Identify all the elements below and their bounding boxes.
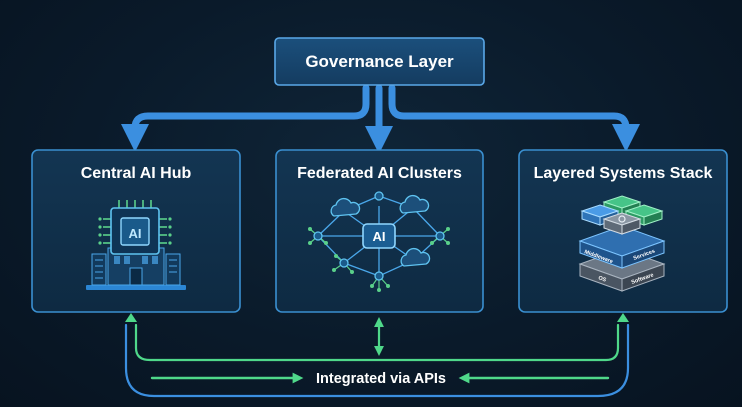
- inner-loop-line: [134, 323, 620, 362]
- outer-loop-line: [124, 323, 630, 398]
- cluster-network-icon: AI: [308, 191, 450, 292]
- arrow-to-central-hub: [121, 84, 370, 152]
- ai-chip-building-icon: AI: [86, 200, 186, 290]
- loop-arrowhead-right: [617, 313, 629, 322]
- cloud-icon: [330, 197, 361, 217]
- panel-title-central-ai-hub: Central AI Hub: [81, 165, 192, 182]
- panel-title-federated-ai-clusters: Federated AI Clusters: [297, 165, 462, 182]
- panel-title-layered-systems-stack: Layered Systems Stack: [534, 165, 713, 182]
- governance-label: Governance Layer: [305, 52, 454, 71]
- cloud-icon: [399, 194, 430, 214]
- integration-label: Integrated via APIs: [316, 371, 446, 387]
- chip-ai-label: AI: [129, 226, 142, 241]
- integration-connectors: [124, 313, 630, 398]
- panel-federated-ai-clusters[interactable]: Federated AI Clusters: [275, 149, 484, 313]
- cluster-ai-label: AI: [373, 229, 386, 244]
- arrow-to-layered-stack: [388, 84, 640, 152]
- cloud-icon: [400, 247, 431, 267]
- panel-central-ai-hub[interactable]: Central AI Hub: [31, 149, 241, 313]
- isometric-stack-icon: OS Software Middleware Services: [578, 195, 666, 292]
- governance-layer-box[interactable]: Governance Layer: [274, 37, 485, 86]
- gear-icon: [618, 215, 626, 223]
- loop-arrowhead-left: [125, 313, 137, 322]
- panel-layered-systems-stack[interactable]: Layered Systems Stack OS Software Middle…: [518, 149, 728, 313]
- governance-arrows: [121, 84, 640, 154]
- stack-label-os: OS: [597, 275, 607, 283]
